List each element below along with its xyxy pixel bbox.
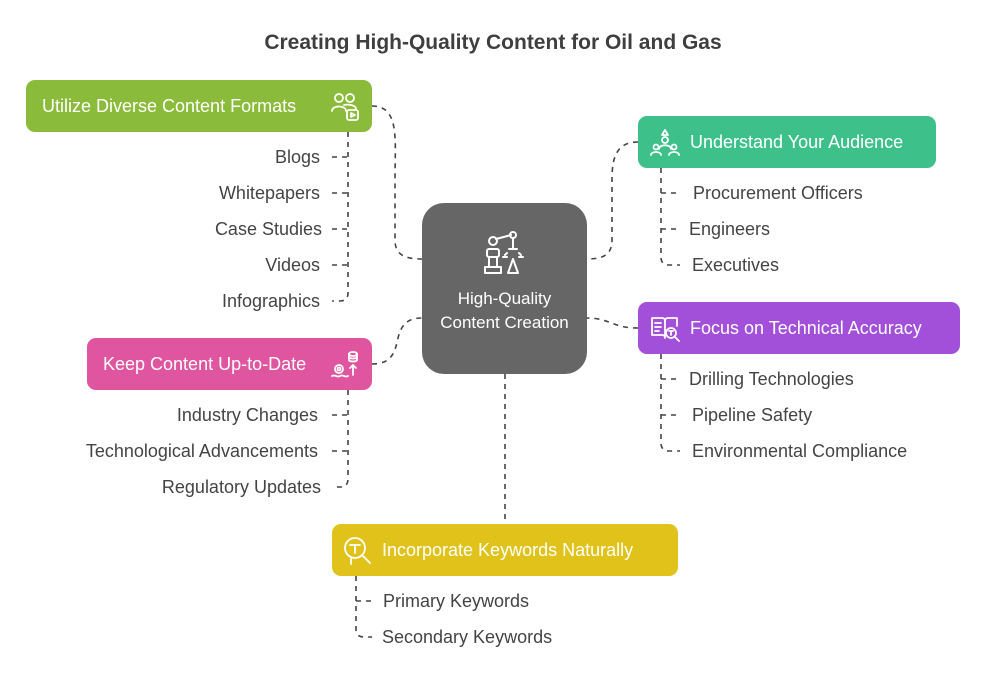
item-technological-advancements: Technological Advancements bbox=[85, 441, 318, 461]
item-engineers: Engineers bbox=[689, 219, 771, 239]
trunk-uptodate bbox=[332, 390, 349, 488]
trunk-accuracy bbox=[660, 354, 680, 452]
item-environmental-compliance: Environmental Compliance bbox=[692, 441, 908, 461]
trunk-keywords bbox=[355, 576, 372, 638]
connector-uptodate bbox=[371, 317, 423, 365]
item-infographics: Infographics bbox=[221, 291, 320, 311]
branch-accuracy: Focus on Technical Accuracy bbox=[638, 302, 960, 354]
item-drilling-technologies: Drilling Technologies bbox=[689, 369, 854, 389]
branch-uptodate-label: Keep Content Up-to-Date bbox=[103, 353, 307, 374]
item-blogs: Blogs bbox=[274, 147, 320, 167]
robot-arm-icon bbox=[483, 231, 524, 274]
trunk-audience bbox=[660, 168, 680, 266]
center-node: High-Quality Content Creation bbox=[422, 203, 587, 374]
users-media-icon bbox=[331, 93, 359, 121]
keyword-search-icon bbox=[344, 537, 371, 565]
trunk-formats bbox=[332, 132, 349, 302]
branch-accuracy-label: Focus on Technical Accuracy bbox=[690, 317, 922, 338]
diagram-title: Creating High-Quality Content for Oil an… bbox=[264, 31, 722, 54]
growth-database-icon bbox=[331, 351, 358, 378]
connector-audience bbox=[586, 141, 639, 260]
branch-uptodate: Keep Content Up-to-Date bbox=[87, 338, 372, 390]
item-whitepapers: Whitepapers bbox=[218, 183, 320, 203]
branch-keywords-label: Incorporate Keywords Naturally bbox=[382, 539, 634, 560]
center-label: High-Quality Content Creation bbox=[440, 289, 569, 332]
branch-formats: Utilize Diverse Content Formats bbox=[26, 80, 372, 132]
item-industry-changes: Industry Changes bbox=[176, 405, 318, 425]
item-pipeline-safety: Pipeline Safety bbox=[692, 405, 813, 425]
book-search-icon bbox=[651, 317, 680, 342]
branch-formats-label: Utilize Diverse Content Formats bbox=[42, 95, 297, 116]
item-executives: Executives bbox=[692, 255, 780, 275]
connector-accuracy bbox=[586, 317, 639, 329]
item-videos: Videos bbox=[265, 255, 320, 275]
item-regulatory-updates: Regulatory Updates bbox=[161, 477, 321, 497]
item-secondary-keywords: Secondary Keywords bbox=[382, 627, 553, 647]
item-primary-keywords: Primary Keywords bbox=[383, 591, 530, 611]
connector-formats bbox=[371, 105, 423, 260]
item-procurement-officers: Procurement Officers bbox=[693, 183, 863, 203]
branch-audience: Understand Your Audience bbox=[638, 116, 936, 168]
audience-icon bbox=[650, 129, 680, 156]
branch-keywords: Incorporate Keywords Naturally bbox=[332, 524, 678, 576]
branch-audience-label: Understand Your Audience bbox=[690, 131, 904, 152]
item-case-studies: Case Studies bbox=[214, 219, 322, 239]
